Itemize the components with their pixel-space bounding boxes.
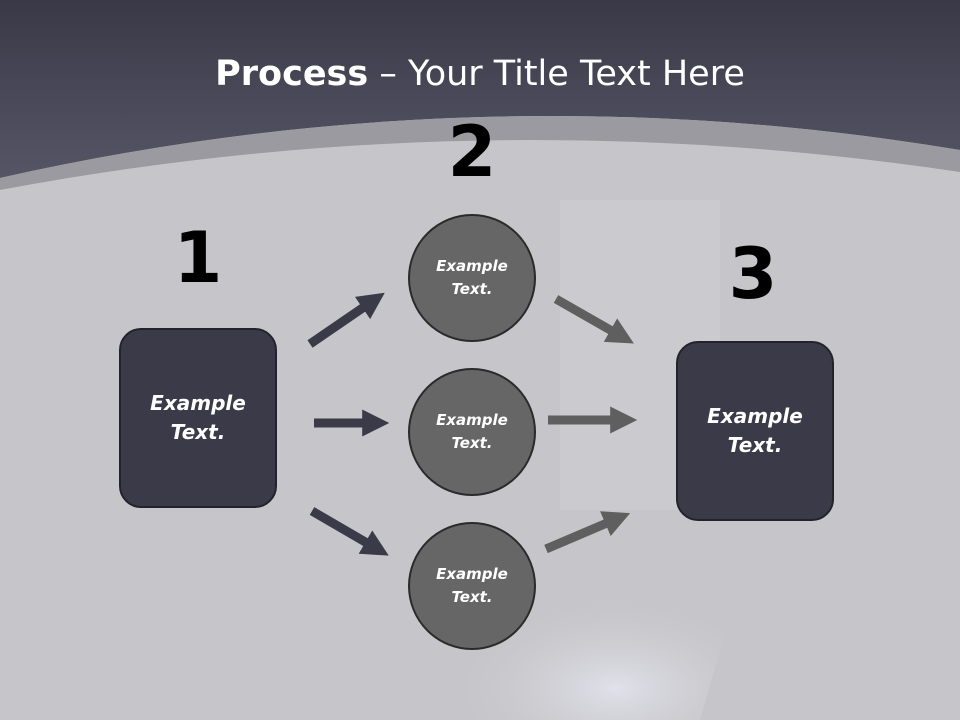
arrow-1-to-2-bottom bbox=[309, 507, 389, 556]
step-1-text: Example Text. bbox=[150, 391, 246, 444]
step-2-item-2-text: Example Text. bbox=[436, 411, 508, 452]
arrow-1-to-2-top bbox=[307, 292, 385, 348]
title-bold: Process bbox=[215, 54, 369, 94]
arrow-2-top-to-3 bbox=[553, 295, 634, 344]
title-rest: – Your Title Text Here bbox=[368, 54, 745, 94]
step-3-number: 3 bbox=[728, 233, 778, 315]
arrow-2-bottom-to-3 bbox=[544, 511, 631, 554]
step-3-text: Example Text. bbox=[707, 404, 803, 457]
slide-title: Process – Your Title Text Here bbox=[0, 50, 960, 98]
step-2-circle-middle: Example Text. bbox=[408, 368, 536, 496]
step-2-item-1-text: Example Text. bbox=[436, 257, 508, 298]
step-3-box: Example Text. bbox=[676, 341, 834, 521]
step-2-circle-bottom: Example Text. bbox=[408, 522, 536, 650]
step-2-number: 2 bbox=[447, 111, 497, 193]
step-2-circle-top: Example Text. bbox=[408, 214, 536, 342]
step-2-item-3-text: Example Text. bbox=[436, 565, 508, 606]
step-1-box: Example Text. bbox=[119, 328, 277, 508]
step-1-number: 1 bbox=[173, 217, 223, 299]
